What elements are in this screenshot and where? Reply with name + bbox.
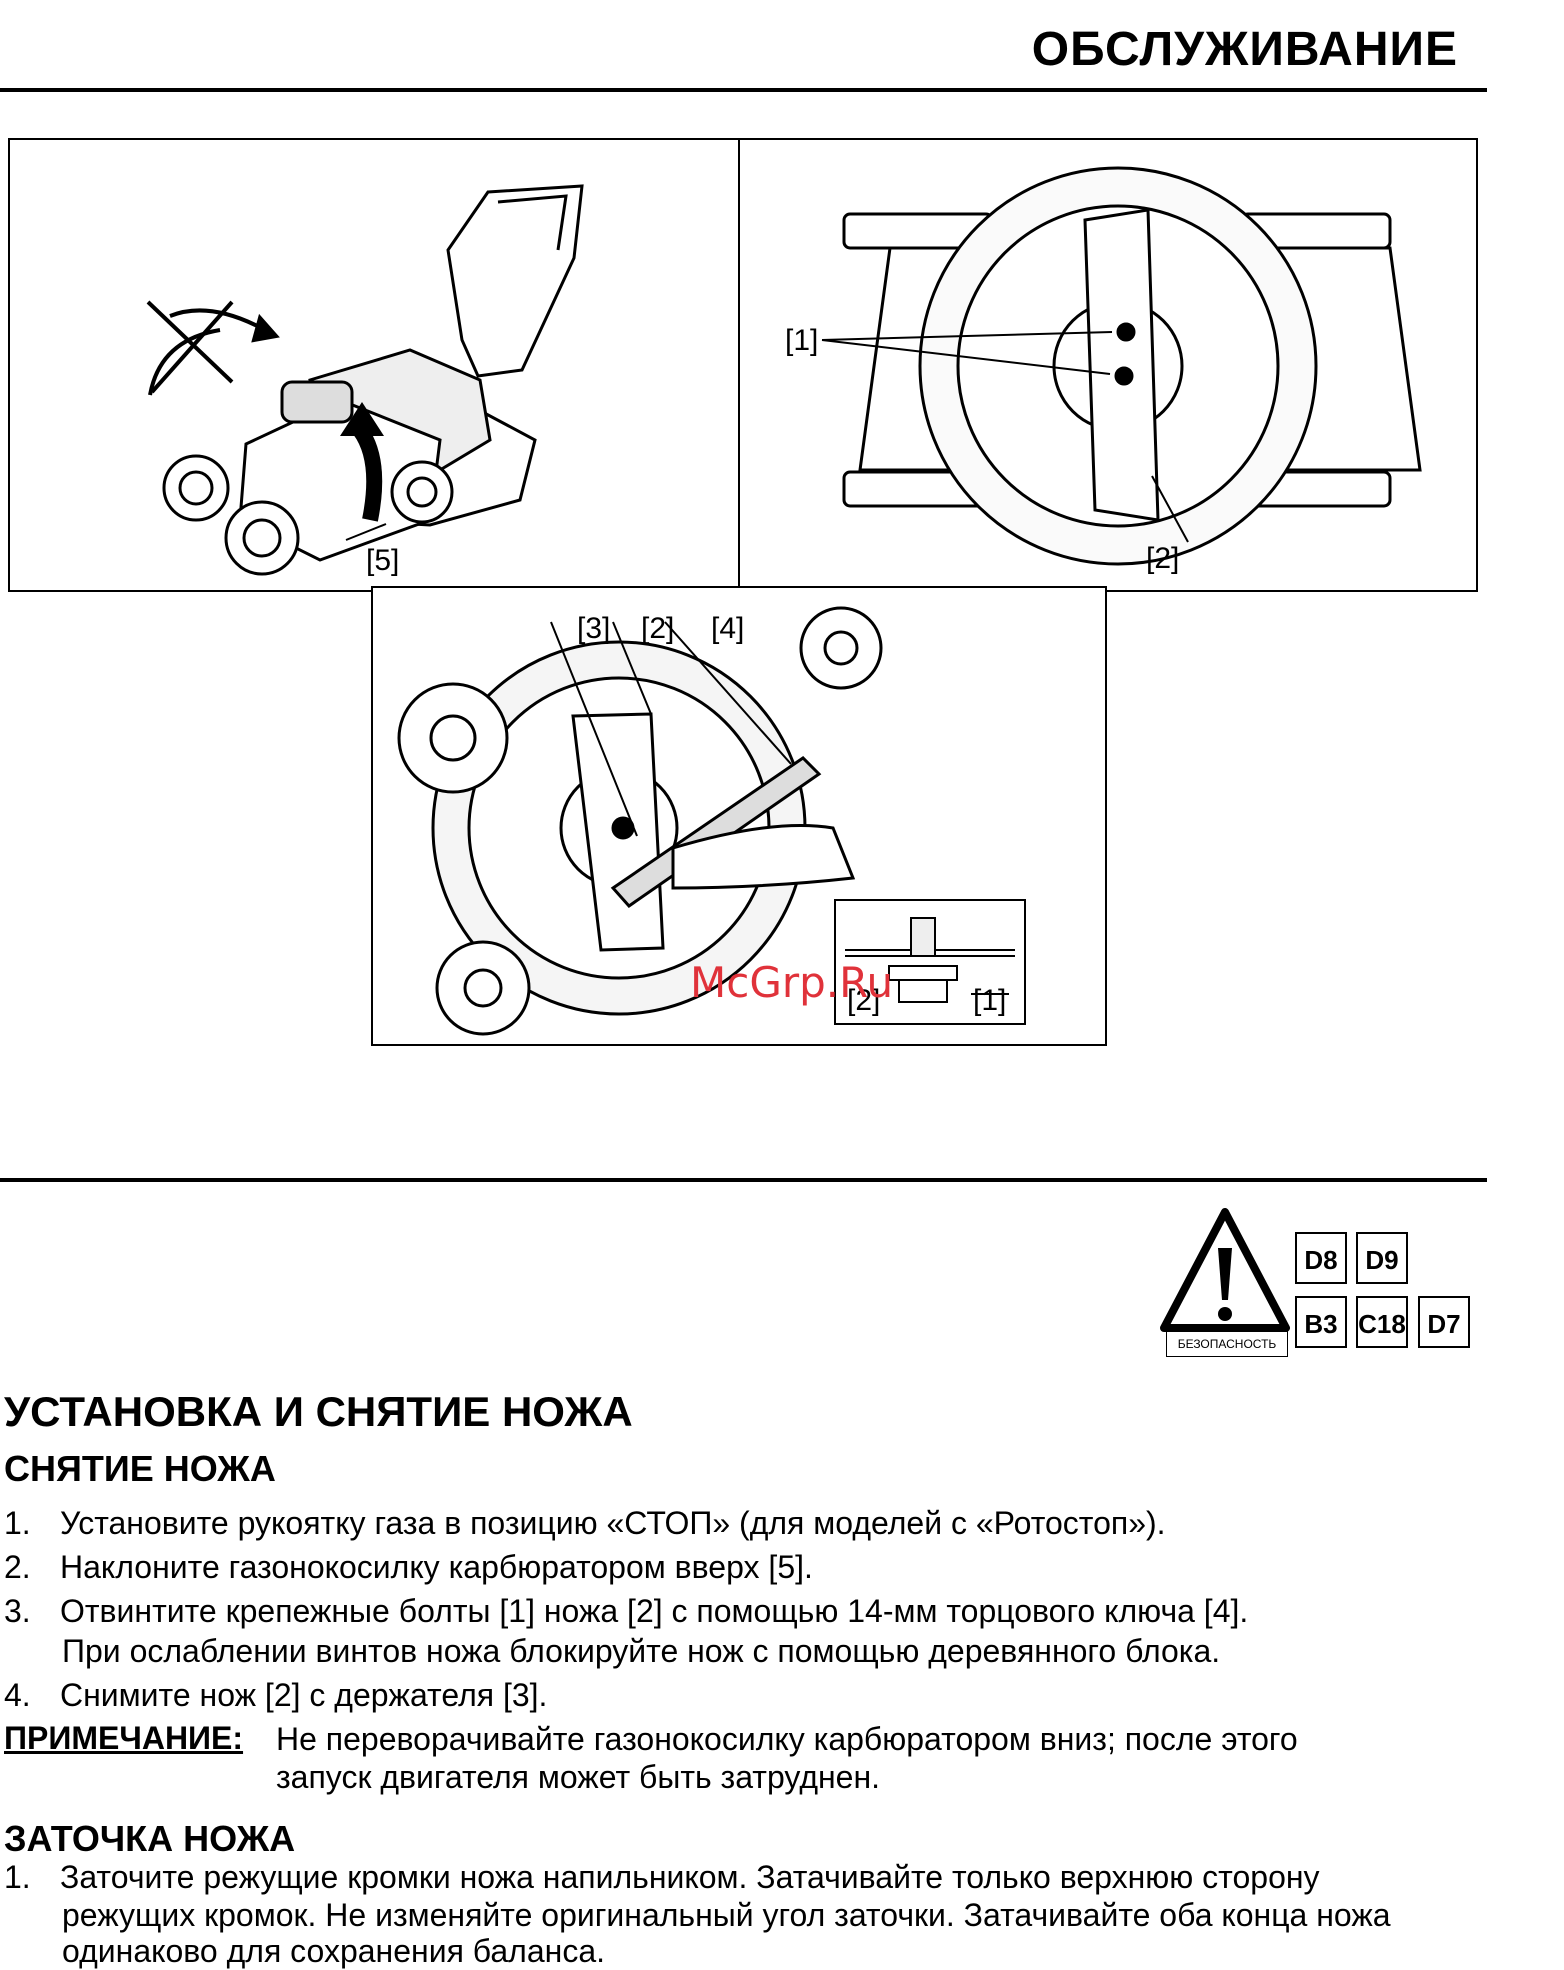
removal-step-2: 2.Наклоните газонокосилку карбюратором в…	[4, 1549, 813, 1585]
inset-callout-2: [2]	[847, 984, 881, 1017]
sharpening-step-1-cont1: режущих кромок. Не изменяйте оригинальны…	[62, 1897, 1391, 1933]
callout-2: [2]	[641, 612, 675, 645]
bolt-detail-inset	[834, 899, 1026, 1025]
inset-callout-1: [1]	[973, 984, 1007, 1017]
note-text: Не переворачивайте газонокосилку карбюра…	[276, 1721, 1298, 1795]
removal-heading: СНЯТИЕ НОЖА	[4, 1448, 276, 1489]
header-rule	[0, 88, 1487, 92]
sharpening-step-1: 1.Заточите режущие кромки ножа напильник…	[4, 1859, 1320, 1895]
safety-code-c18: C18	[1356, 1296, 1408, 1348]
figure-underside: [1] [2]	[738, 138, 1478, 592]
section-title: УСТАНОВКА И СНЯТИЕ НОЖА	[4, 1388, 633, 1435]
safety-label: БЕЗОПАСНОСТЬ	[1166, 1331, 1288, 1357]
sharpening-step-1-cont2: одинаково для сохранения баланса.	[62, 1933, 605, 1969]
blade-removal-illustration	[397, 606, 1026, 1036]
note-label: ПРИМЕЧАНИЕ:	[4, 1720, 244, 1756]
safety-code-d8: D8	[1295, 1232, 1347, 1284]
figure-tilted-mower: [5]	[8, 138, 744, 592]
removal-step-1: 1.Установите рукоятку газа в позицию «СТ…	[4, 1505, 1166, 1541]
removal-step-3-cont: При ослаблении винтов ножа блокируйте но…	[62, 1633, 1221, 1669]
safety-code-b3: B3	[1295, 1296, 1347, 1348]
callout-2: [2]	[1146, 542, 1180, 575]
safety-code-d9: D9	[1356, 1232, 1408, 1284]
sharpening-heading: ЗАТОЧКА НОЖА	[4, 1818, 296, 1859]
figure-blade-removal: [3] [2] [4] [2] [1]	[371, 586, 1107, 1046]
removal-step-4: 4.Снимите нож [2] с держателя [3].	[4, 1677, 548, 1713]
callout-1: [1]	[785, 324, 819, 357]
callout-3: [3]	[577, 612, 611, 645]
removal-step-3: 3.Отвинтите крепежные болты [1] ножа [2]…	[4, 1593, 1249, 1629]
mower-tilt-illustration	[146, 184, 584, 576]
warning-triangle-icon	[1160, 1208, 1290, 1332]
page-header-title: ОБСЛУЖИВАНИЕ	[1031, 23, 1458, 76]
tilt-arrow-icon	[340, 402, 384, 522]
callout-4: [4]	[711, 612, 745, 645]
safety-code-d7: D7	[1418, 1296, 1470, 1348]
section-rule	[0, 1178, 1487, 1182]
watermark-text: McGrp.Ru	[690, 958, 894, 1007]
crossed-arrow-icon	[146, 300, 280, 396]
callout-5: [5]	[366, 544, 400, 577]
mower-underside-illustration	[821, 166, 1422, 566]
